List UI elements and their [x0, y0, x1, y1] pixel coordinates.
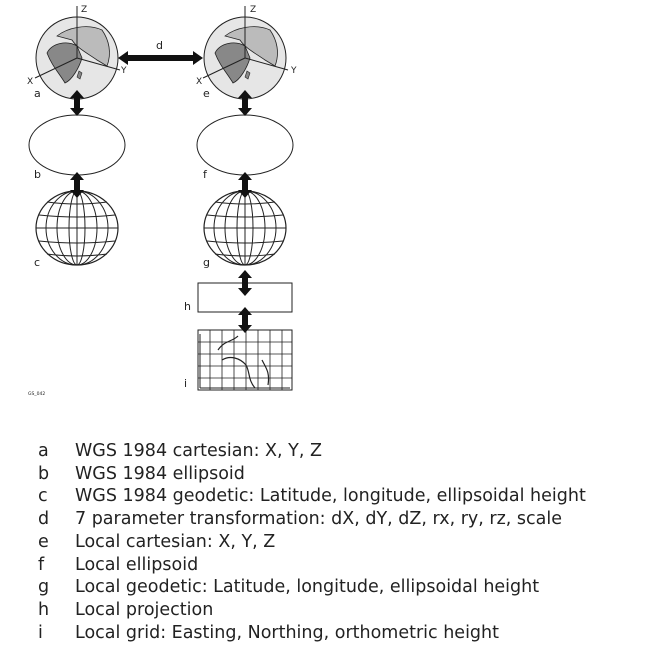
legend-key: i [38, 622, 43, 643]
legend-key: d [38, 509, 50, 530]
node-label-b: b [34, 168, 41, 181]
local-grid-map [197, 329, 293, 391]
legend-text: Local grid: Easting, Northing, orthometr… [75, 622, 499, 643]
node-label-e: e [203, 87, 210, 100]
axis-z-label: Z [81, 5, 87, 15]
grid-globe-local [203, 190, 287, 266]
node-label-d: d [156, 39, 163, 52]
legend-item: f Local ellipsoid [38, 554, 586, 577]
legend-key: e [38, 531, 49, 552]
legend-item: d 7 parameter transformation: dX, dY, dZ,… [38, 508, 586, 531]
legend-text: WGS 1984 geodetic: Latitude, longitude, … [75, 486, 586, 507]
legend-text: Local ellipsoid [75, 554, 199, 575]
legend-item: h Local projection [38, 599, 586, 622]
legend-key: g [38, 577, 50, 598]
legend-text: Local projection [75, 599, 214, 620]
legend-text: WGS 1984 ellipsoid [75, 463, 245, 484]
node-label-g: g [203, 256, 210, 269]
legend-item: e Local cartesian: X, Y, Z [38, 531, 586, 554]
legend-key: f [38, 554, 45, 575]
transformation-arrow [118, 51, 203, 65]
legend-item: a WGS 1984 cartesian: X, Y, Z [38, 440, 586, 463]
coordinate-transformation-diagram: Z Y X Z Y X a b c d e f g h i GS_042 [27, 5, 297, 397]
axis-y-label: Y [120, 66, 127, 76]
grid-globe-wgs84 [35, 190, 119, 266]
node-label-f: f [203, 168, 208, 181]
legend-item: g Local geodetic: Latitude, longitude, el… [38, 576, 586, 599]
legend-item: b WGS 1984 ellipsoid [38, 463, 586, 486]
legend-text: WGS 1984 cartesian: X, Y, Z [75, 441, 322, 461]
axis-x-label: X [27, 77, 33, 87]
legend-item: c WGS 1984 geodetic: Latitude, longitude,… [38, 485, 586, 508]
globe-local-cartesian [202, 5, 289, 100]
axis-y-label: Y [290, 66, 297, 76]
legend-text: Local geodetic: Latitude, longitude, ell… [75, 577, 540, 598]
node-label-i: i [184, 377, 187, 390]
globe-wgs84-cartesian [34, 5, 121, 100]
legend-key: c [38, 486, 48, 507]
legend-text: 7 parameter transformation: dX, dY, dZ, … [75, 509, 562, 530]
legend-key: b [38, 463, 50, 484]
ellipsoid-wgs84 [28, 114, 126, 176]
legend-text: Local cartesian: X, Y, Z [75, 531, 276, 552]
ellipsoid-local [196, 114, 294, 176]
legend-key: h [38, 599, 50, 620]
node-label-a: a [34, 87, 41, 100]
legend: a WGS 1984 cartesian: X, Y, Z b WGS 1984 e… [38, 440, 586, 644]
node-label-h: h [184, 300, 191, 313]
node-label-c: c [34, 256, 40, 269]
axis-x-label: X [196, 77, 202, 87]
figure-id: GS_042 [28, 391, 45, 397]
legend-item: i Local grid: Easting, Northing, orthomet… [38, 622, 586, 645]
axis-z-label: Z [250, 5, 256, 15]
legend-key: a [38, 441, 49, 461]
